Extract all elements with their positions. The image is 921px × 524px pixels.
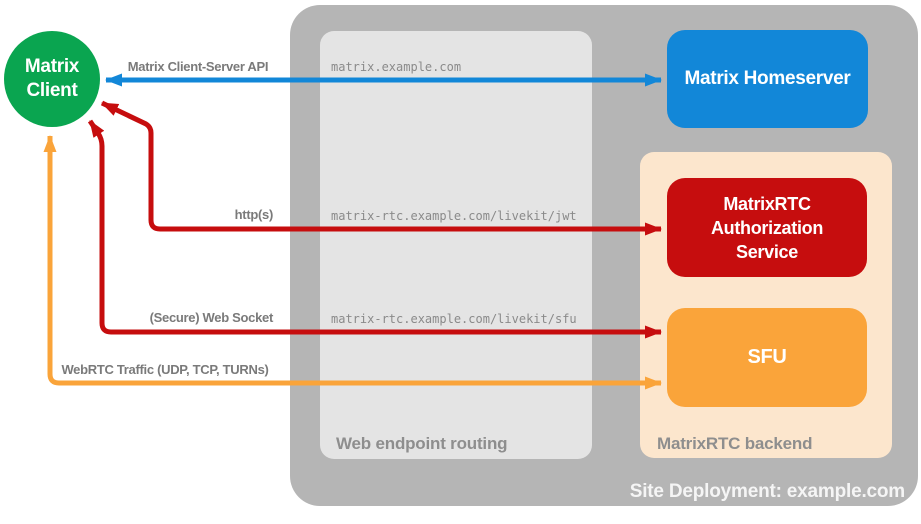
route-livekit-sfu: matrix-rtc.example.com/livekit/sfu bbox=[331, 312, 577, 326]
https-label: http(s) bbox=[234, 207, 274, 222]
matrixrtc-backend-label: MatrixRTC backend bbox=[657, 434, 813, 453]
webrtc-label: WebRTC Traffic (UDP, TCP, TURNs) bbox=[61, 362, 269, 377]
matrix-homeserver-label: Matrix Homeserver bbox=[684, 68, 851, 89]
sfu-node: SFU bbox=[667, 308, 867, 407]
matrixrtc-authorization-service-node: MatrixRTC Authorization Service bbox=[667, 178, 867, 277]
client-server-api-label: Matrix Client-Server API bbox=[127, 59, 269, 74]
web-endpoint-routing-label: Web endpoint routing bbox=[336, 434, 508, 453]
matrix-client-node: Matrix Client bbox=[4, 31, 100, 127]
matrix-homeserver-node: Matrix Homeserver bbox=[667, 30, 868, 128]
matrix-client-label: Matrix Client bbox=[24, 56, 80, 101]
site-deployment-label: Site Deployment: example.com bbox=[629, 481, 905, 502]
web-endpoint-routing-container bbox=[320, 31, 592, 459]
matrixrtc-authorization-service-label: MatrixRTC Authorization Service bbox=[710, 193, 824, 262]
sfu-label: SFU bbox=[747, 346, 787, 368]
web-socket-label: (Secure) Web Socket bbox=[149, 310, 274, 325]
route-livekit-jwt: matrix-rtc.example.com/livekit/jwt bbox=[331, 209, 577, 223]
route-matrix-example-com: matrix.example.com bbox=[331, 60, 462, 74]
